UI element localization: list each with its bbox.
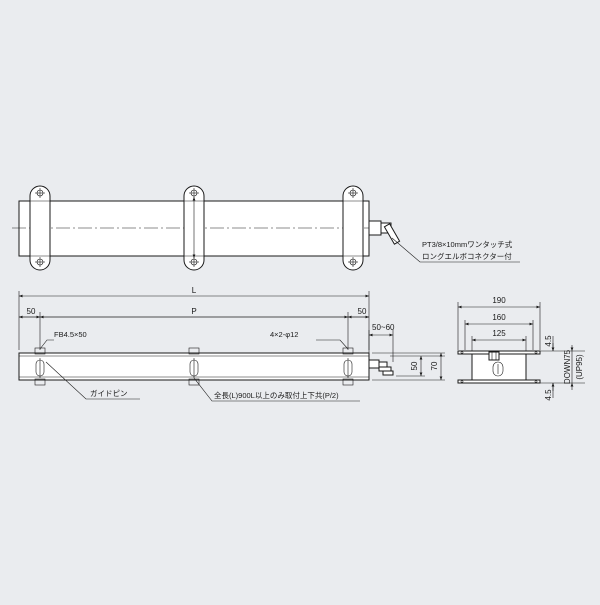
dim-P-label: P xyxy=(191,307,196,316)
dim-height-inner: 50 xyxy=(410,361,419,370)
front-view-slot-middle xyxy=(188,347,200,386)
front-view: L 50 P 50 xyxy=(18,286,445,402)
dim-right-offset: 50 xyxy=(358,307,367,316)
dim-down: DOWN75 xyxy=(563,349,572,384)
dim-125: 125 xyxy=(492,329,506,338)
front-view-fitting xyxy=(368,359,394,376)
dim-L-label: L xyxy=(192,286,197,295)
mounting-note-leader xyxy=(193,377,360,402)
side-view-flange-bottom xyxy=(457,379,541,384)
holes-label: 4×2-φ12 xyxy=(270,330,298,339)
dim-190: 190 xyxy=(492,296,506,305)
dim-left-offset: 50 xyxy=(27,307,36,316)
mounting-note-label: 全長(L)900L以上のみ取付上下共(P/2) xyxy=(214,390,339,400)
dim-height-outer: 70 xyxy=(430,361,439,370)
slot-label-leader xyxy=(39,339,54,350)
guide-pin-leader xyxy=(45,361,140,400)
connector-note-leader xyxy=(391,237,520,263)
side-view: 190 160 125 4.5 4.5 xyxy=(457,296,585,401)
top-view: PT3/8×10mmワンタッチ式 ロングエルボコネクター付 xyxy=(12,185,520,271)
front-view-slot-right xyxy=(342,347,354,386)
dim-bottom: 4.5 xyxy=(544,389,553,401)
top-view-clamp-right xyxy=(342,185,364,271)
dim-fitting-label: 50~60 xyxy=(372,323,395,332)
holes-label-leader xyxy=(316,339,349,350)
dim-top: 4.5 xyxy=(544,335,553,347)
connector-note-line2: ロングエルボコネクター付 xyxy=(422,251,512,261)
side-view-port xyxy=(488,351,500,361)
connector-note-line1: PT3/8×10mmワンタッチ式 xyxy=(422,239,513,249)
top-view-clamp-left xyxy=(29,185,51,271)
top-view-connector xyxy=(368,220,401,245)
guide-pin-label: ガイドピン xyxy=(90,388,128,398)
dim-160: 160 xyxy=(492,313,506,322)
slot-label: FB4.5×50 xyxy=(54,330,87,339)
top-view-clamp-middle xyxy=(183,185,205,271)
front-view-slot-left xyxy=(34,347,46,386)
dim-up: (UP95) xyxy=(575,354,584,380)
